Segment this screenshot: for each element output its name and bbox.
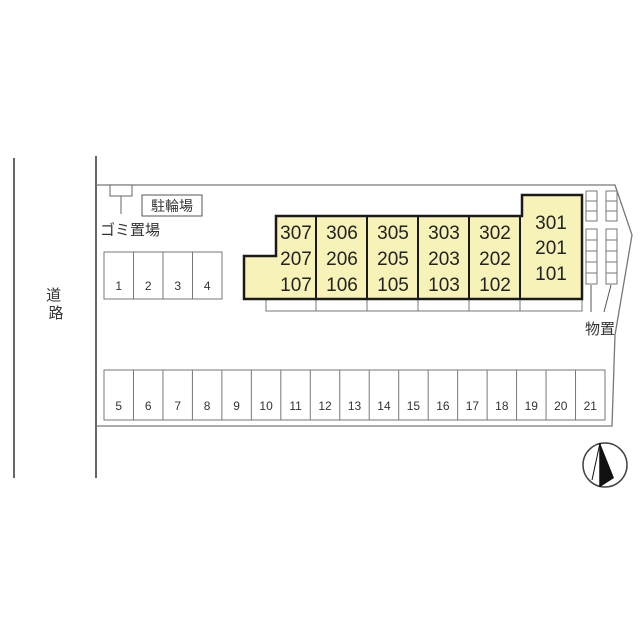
parking-spot-10: 10 <box>259 399 273 413</box>
unit-101: 101 <box>535 264 567 285</box>
parking-spot-2: 2 <box>145 279 152 293</box>
unit-307: 307 <box>280 223 312 244</box>
parking-spot-17: 17 <box>466 399 480 413</box>
unit-205: 205 <box>377 249 409 270</box>
unit-202: 202 <box>479 249 511 270</box>
storage-label: 物置 <box>585 320 615 338</box>
bicycle-parking: 駐輪場 <box>141 194 203 217</box>
parking-spot-13: 13 <box>348 399 362 413</box>
parking-spot-19: 19 <box>525 399 539 413</box>
parking-spot-11: 11 <box>289 399 302 413</box>
garbage-area: ゴミ置場 <box>100 184 160 239</box>
parking-spot-16: 16 <box>436 399 450 413</box>
parking-spot-4: 4 <box>204 279 211 293</box>
parking-spot-7: 7 <box>174 399 181 413</box>
apartment-building: 307 207 107 306 206 106 305 205 105 303 203 103 302 2… <box>242 193 584 312</box>
unit-306: 306 <box>326 223 358 244</box>
unit-207: 207 <box>280 249 312 270</box>
unit-301: 301 <box>535 213 567 234</box>
parking-spot-5: 5 <box>115 399 122 413</box>
parking-spot-3: 3 <box>174 279 181 293</box>
parking-spot-18: 18 <box>495 399 509 413</box>
unit-106: 106 <box>326 275 358 296</box>
unit-302: 302 <box>479 223 511 244</box>
storage-sheds <box>585 190 618 313</box>
unit-201: 201 <box>535 238 567 259</box>
unit-107: 107 <box>280 275 312 296</box>
parking-spot-21: 21 <box>584 399 598 413</box>
parking-spot-8: 8 <box>204 399 211 413</box>
parking-spot-12: 12 <box>318 399 332 413</box>
unit-105: 105 <box>377 275 409 296</box>
unit-303: 303 <box>428 223 460 244</box>
unit-206: 206 <box>326 249 358 270</box>
parking-left-group: 1 2 3 4 <box>103 251 223 300</box>
parking-spot-14: 14 <box>377 399 391 413</box>
parking-spot-6: 6 <box>145 399 152 413</box>
parking-bottom-group: 5 6 7 8 9 10 11 12 13 14 15 16 17 18 19 20 21 <box>103 369 606 421</box>
unit-305: 305 <box>377 223 409 244</box>
parking-spot-9: 9 <box>233 399 240 413</box>
unit-102: 102 <box>479 275 511 296</box>
unit-103: 103 <box>428 275 460 296</box>
parking-spot-20: 20 <box>554 399 568 413</box>
parking-spot-1: 1 <box>115 279 122 293</box>
north-arrow-icon <box>582 442 628 488</box>
road-label: 道 路 <box>46 286 66 322</box>
garbage-label: ゴミ置場 <box>100 221 160 239</box>
unit-203: 203 <box>428 249 460 270</box>
site-boundary <box>96 184 633 427</box>
parking-spot-15: 15 <box>407 399 421 413</box>
bicycle-parking-label: 駐輪場 <box>151 198 193 215</box>
